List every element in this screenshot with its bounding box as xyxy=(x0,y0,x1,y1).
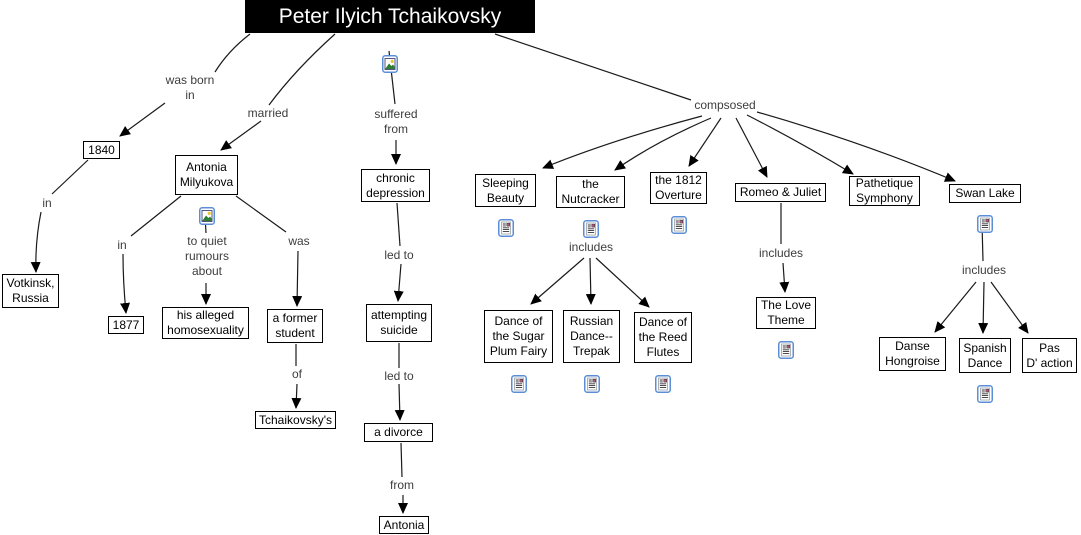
node-reed-flutes-text: Dance of the Reed Flutes xyxy=(638,315,688,359)
node-swan-lake[interactable]: Swan Lake xyxy=(949,184,1021,203)
link-label-compsosed[interactable]: compsosed xyxy=(694,98,756,112)
link-label-includes-swan[interactable]: includes xyxy=(961,263,1007,277)
link-label-includes-romeo[interactable]: includes xyxy=(758,246,804,260)
node-the-nutcracker[interactable]: the Nutcracker xyxy=(556,176,625,208)
node-sleeping-beauty-text: Sleeping Beauty xyxy=(482,175,529,205)
node-1812-overture[interactable]: the 1812 Overture xyxy=(650,172,707,204)
node-alleged-homosexuality[interactable]: his alleged homosexuality xyxy=(162,307,249,339)
image-resource-icon[interactable] xyxy=(382,31,398,49)
node-title-tchaikovsky[interactable]: Peter Ilyich Tchaikovsky xyxy=(245,0,535,33)
node-danse-hongroise[interactable]: Danse Hongroise xyxy=(879,337,946,371)
node-spanish-dance-text: Spanish Dance xyxy=(963,340,1007,370)
document-resource-icon[interactable] xyxy=(584,360,600,378)
node-love-theme[interactable]: The Love Theme xyxy=(756,297,816,329)
link-in-votkinsk xyxy=(30,159,89,273)
document-resource-icon[interactable] xyxy=(671,201,687,219)
link-label-from[interactable]: from xyxy=(390,478,414,492)
link-label-of[interactable]: of xyxy=(291,367,303,381)
document-resource-icon[interactable] xyxy=(511,360,527,378)
node-spanish-dance[interactable]: Spanish Dance xyxy=(959,338,1011,373)
link-label-was[interactable]: was xyxy=(288,234,310,248)
node-pas-d-action[interactable]: Pas D' action xyxy=(1022,338,1077,373)
link-label-in-votkinsk[interactable]: in xyxy=(42,196,52,210)
link-in-1877 xyxy=(120,195,182,314)
node-attempting-suicide[interactable]: attempting suicide xyxy=(366,304,432,342)
node-russian-dance-trepak[interactable]: Russian Dance-- Trepak xyxy=(563,310,620,363)
link-label-married[interactable]: married xyxy=(247,106,289,120)
node-pathetique-symphony[interactable]: Pathetique Symphony xyxy=(849,176,920,206)
node-former-student[interactable]: a former student xyxy=(267,309,323,343)
document-resource-icon[interactable] xyxy=(977,200,993,218)
node-reed-flutes[interactable]: Dance of the Reed Flutes xyxy=(634,312,692,363)
node-love-theme-text: The Love Theme xyxy=(760,298,812,327)
link-includes-swan xyxy=(934,222,1029,334)
link-label-was-born-in[interactable]: was born in xyxy=(165,73,215,102)
node-russian-dance-trepak-text: Russian Dance-- Trepak xyxy=(569,314,614,358)
node-chronic-depression[interactable]: chronic depression xyxy=(361,169,430,202)
link-label-led-to-1[interactable]: led to xyxy=(384,248,414,262)
node-1812-overture-text: the 1812 Overture xyxy=(655,173,702,202)
node-antonia-milyukova-text: Antonia Milyukova xyxy=(179,160,234,189)
image-resource-icon[interactable] xyxy=(199,192,215,210)
link-was xyxy=(235,195,303,307)
link-label-in-1877[interactable]: in xyxy=(117,238,127,252)
node-a-divorce[interactable]: a divorce xyxy=(364,423,433,442)
node-1877[interactable]: 1877 xyxy=(108,316,144,334)
document-resource-icon[interactable] xyxy=(778,326,794,344)
link-label-to-quiet-rumours[interactable]: to quiet rumours about xyxy=(184,234,230,278)
node-antonia-milyukova[interactable]: Antonia Milyukova xyxy=(175,155,238,195)
document-resource-icon[interactable] xyxy=(977,370,993,388)
link-label-suffered-from[interactable]: suffered from xyxy=(374,107,418,136)
link-label-led-to-2[interactable]: led to xyxy=(384,369,414,383)
link-includes-romeo xyxy=(779,203,790,293)
link-of xyxy=(291,344,302,409)
document-resource-icon[interactable] xyxy=(655,360,671,378)
node-swan-lake-text: Swan Lake xyxy=(955,186,1015,200)
node-the-nutcracker-text: the Nutcracker xyxy=(561,177,620,206)
document-resource-icon[interactable] xyxy=(498,204,514,222)
link-led-to-2 xyxy=(394,343,405,421)
link-compsosed xyxy=(494,33,956,182)
node-sleeping-beauty[interactable]: Sleeping Beauty xyxy=(475,174,536,207)
node-sugar-plum-fairy[interactable]: Dance of the Sugar Plum Fairy xyxy=(484,310,553,363)
link-from xyxy=(398,442,408,514)
node-1840[interactable]: 1840 xyxy=(83,141,120,159)
node-romeo-and-juliet[interactable]: Romeo & Juliet xyxy=(735,183,826,202)
node-sugar-plum-fairy-text: Dance of the Sugar Plum Fairy xyxy=(489,314,548,358)
node-tchaikovskys[interactable]: Tchaikovsky's xyxy=(255,411,336,429)
link-married xyxy=(220,33,336,151)
link-led-to-1 xyxy=(393,202,404,302)
link-label-includes-nutcracker[interactable]: includes xyxy=(568,240,614,254)
document-resource-icon[interactable] xyxy=(583,205,599,223)
node-votkinsk-russia[interactable]: Votkinsk, Russia xyxy=(2,274,59,308)
node-antonia[interactable]: Antonia xyxy=(379,516,429,534)
title-text: Peter Ilyich Tchaikovsky xyxy=(278,4,502,28)
link-was-born-in xyxy=(119,33,251,137)
